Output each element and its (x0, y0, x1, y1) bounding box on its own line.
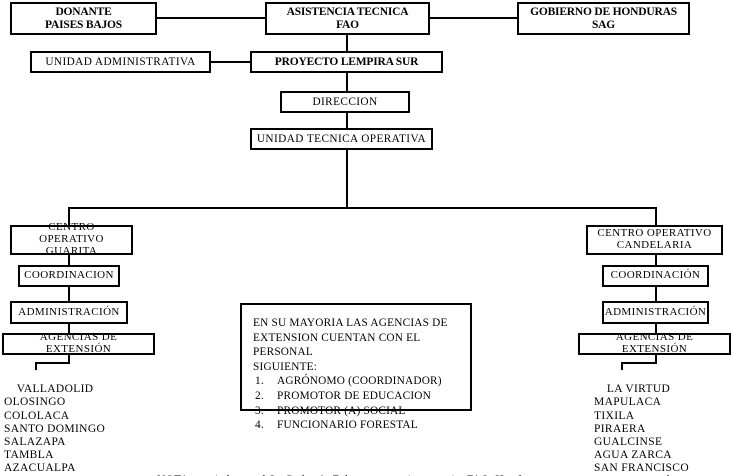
personnel-note-panel: EN SU MAYORIA LAS AGENCIAS DE EXTENSION … (240, 303, 472, 431)
personnel-note-item-label: AGRÓNOMO (COORDINADOR) (277, 375, 442, 388)
connector-direccion-to-unidadtecnica (346, 113, 348, 129)
node-direccion-label: DIRECCION (312, 95, 378, 108)
connector-asistencia-to-proyecto (346, 34, 348, 52)
connector-left-coordinacion-to-administracion (68, 286, 70, 301)
node-proyecto-lempira-sur[interactable]: PROYECTO LEMPIRA SUR (250, 51, 443, 73)
personnel-note-item-label: PROMOTOR (A) SOCIAL (277, 404, 406, 417)
node-unidad-administrativa[interactable]: UNIDAD ADMINISTRATIVA (30, 51, 211, 73)
node-right-coordinacion[interactable]: COORDINACIÓN (602, 265, 709, 287)
connector-right-administracion-to-agencias (655, 324, 657, 333)
connector-right-agencias-to-list (621, 362, 657, 364)
left-agency-list: VALLADOLID OLOSINGO COLOLACA SANTO DOMIN… (4, 370, 105, 476)
personnel-note-heading: EN SU MAYORIA LAS AGENCIAS DE EXTENSION … (253, 317, 448, 373)
node-donante-label: DONANTE PAISES BAJOS (45, 6, 122, 31)
connector-proyecto-to-direccion (346, 73, 348, 92)
connector-asistencia-to-gobierno (430, 17, 517, 19)
node-right-administracion[interactable]: ADMINISTRACIÓN (602, 301, 709, 324)
connector-donante-to-asistencia (157, 17, 265, 19)
node-centro-operativo-guarita[interactable]: CENTRO OPERATIVO GUARITA (10, 221, 133, 257)
personnel-note-item-label: PROMOTOR DE EDUCACION (277, 389, 431, 402)
node-left-administracion-label: ADMINISTRACIÓN (18, 305, 120, 318)
node-right-administracion-label: ADMINISTRACIÓN (604, 305, 707, 318)
connector-left-centro-to-coordinacion (68, 254, 70, 266)
node-centro-operativo-candelaria[interactable]: CENTRO OPERATIVO CANDELARIA (586, 225, 723, 255)
node-unidad-tecnica-operativa[interactable]: UNIDAD TECNICA OPERATIVA (250, 128, 433, 150)
personnel-note-item-number: 1. (255, 375, 264, 388)
node-gobierno-honduras-sag-label: GOBIERNO DE HONDURAS SAG (530, 6, 677, 31)
node-left-administracion[interactable]: ADMINISTRACIÓN (10, 301, 128, 324)
node-asistencia-tecnica-fao[interactable]: ASISTENCIA TECNICA FAO (265, 2, 430, 35)
personnel-note-item: 4. FUNCIONARIO FORESTAL (255, 418, 470, 433)
personnel-note-list: 1. AGRÓNOMO (COORDINADOR) 2. PROMOTOR DE E… (253, 374, 470, 432)
footer-source-note-text: NOTA: enviado por el Sr. Carlos A. Zelay… (157, 473, 544, 476)
node-unidad-tecnica-operativa-label: UNIDAD TECNICA OPERATIVA (256, 132, 427, 145)
connector-busbar-to-right-centro (655, 207, 657, 226)
node-proyecto-lempira-sur-label: PROYECTO LEMPIRA SUR (274, 55, 419, 68)
personnel-note-item-number: 2. (255, 389, 264, 402)
connector-unidadadmin-to-proyecto (211, 61, 251, 63)
connector-left-agencias-to-list (35, 362, 70, 364)
connector-left-agencias-drop (68, 355, 70, 364)
personnel-note-item-label: FUNCIONARIO FORESTAL (277, 419, 418, 432)
right-agency-list: LA VIRTUD MAPULACA TIXILA PIRAERA GUALCI… (594, 370, 689, 476)
node-centro-operativo-candelaria-label: CENTRO OPERATIVO CANDELARIA (597, 227, 712, 251)
connector-right-list-stub (621, 362, 623, 370)
node-left-agencias-de-extension[interactable]: AGENCIAS DE EXTENSIÓN (2, 331, 155, 355)
right-agency-list-text: LA VIRTUD MAPULACA TIXILA PIRAERA GUALCI… (594, 383, 689, 476)
node-left-agencias-de-extension-label: AGENCIAS DE EXTENSIÓN (39, 331, 118, 355)
node-gobierno-honduras-sag[interactable]: GOBIERNO DE HONDURAS SAG (517, 2, 690, 35)
personnel-note-item: 3. PROMOTOR (A) SOCIAL (255, 404, 470, 419)
node-centro-operativo-guarita-label: CENTRO OPERATIVO GUARITA (39, 221, 104, 257)
footer-source-note: NOTA: enviado por el Sr. Carlos A. Zelay… (145, 460, 544, 476)
node-right-coordinacion-label: COORDINACIÓN (610, 269, 701, 282)
node-direccion[interactable]: DIRECCION (280, 91, 410, 113)
personnel-note-item-number: 3. (255, 404, 264, 417)
connector-busbar-to-left-centro (68, 207, 70, 226)
connector-branch-busbar (68, 207, 657, 209)
personnel-note-item: 1. AGRÓNOMO (COORDINADOR) (255, 374, 470, 389)
node-right-agencias-de-extension[interactable]: AGENCIAS DE EXTENSIÓN (578, 331, 731, 355)
personnel-note-item-number: 4. (255, 419, 264, 432)
connector-right-agencias-drop (655, 355, 657, 364)
left-agency-list-text: VALLADOLID OLOSINGO COLOLACA SANTO DOMIN… (4, 383, 106, 476)
node-unidad-administrativa-label: UNIDAD ADMINISTRATIVA (45, 55, 196, 68)
node-right-agencias-de-extension-label: AGENCIAS DE EXTENSIÓN (615, 331, 694, 355)
connector-right-centro-to-coordinacion (655, 254, 657, 266)
connector-unidadtecnica-to-busbar (346, 150, 348, 208)
node-donante[interactable]: DONANTE PAISES BAJOS (10, 2, 157, 35)
connector-right-coordinacion-to-administracion (655, 286, 657, 301)
node-asistencia-tecnica-fao-label: ASISTENCIA TECNICA FAO (286, 6, 409, 31)
connector-left-list-stub (35, 362, 37, 370)
personnel-note-item: 2. PROMOTOR DE EDUCACION (255, 389, 470, 404)
connector-left-administracion-to-agencias (68, 324, 70, 333)
node-left-coordinacion[interactable]: COORDINACION (18, 265, 120, 287)
node-left-coordinacion-label: COORDINACION (24, 269, 114, 282)
